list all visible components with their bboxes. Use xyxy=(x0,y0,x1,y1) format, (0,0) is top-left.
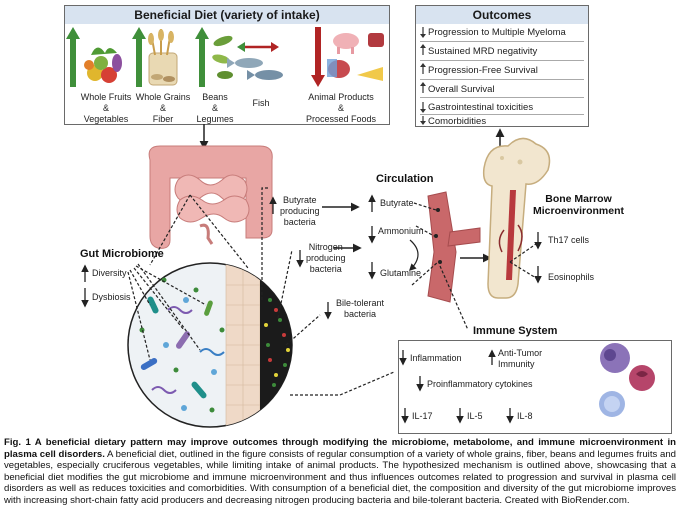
caption-bold: Fig. 1 A beneficial dietary pattern may … xyxy=(4,437,676,460)
down-arrow-icon xyxy=(420,116,426,125)
nitrogen-bacteria-label: Nitrogen producing bacteria xyxy=(306,242,346,274)
fruits-vegetables-icon xyxy=(84,47,122,83)
mechanism-diagram xyxy=(81,124,655,428)
diet-title: Beneficial Diet (variety of intake) xyxy=(65,6,389,24)
circulation-ammonium: Ammonium xyxy=(378,226,424,236)
fish-icon xyxy=(227,58,283,80)
immune-cytokines: Proinflammatory cytokines xyxy=(427,379,533,389)
bone-icon xyxy=(482,137,551,299)
intestine-icon xyxy=(148,145,273,249)
immune-antitumor: Anti-Tumor Immunity xyxy=(498,348,543,369)
outcome-item: Overall Survival xyxy=(428,84,495,95)
immune-cells-icon xyxy=(599,343,655,417)
down-arrow-icon xyxy=(420,102,426,113)
animal-products-icon xyxy=(327,33,384,81)
immune-title: Immune System xyxy=(470,325,561,337)
marrow-title: Bone Marrow Microenvironment xyxy=(533,193,625,217)
up-arrow-icon xyxy=(195,27,209,87)
gut-diversity: Diversity xyxy=(92,268,127,278)
outcome-item: Comorbidities xyxy=(428,116,487,127)
divider xyxy=(420,97,584,98)
grains-icon xyxy=(148,29,178,86)
outcome-item: Sustained MRD negativity xyxy=(428,46,538,57)
up-arrow-icon xyxy=(66,27,80,87)
outcome-item: Progression to Multiple Myeloma xyxy=(428,27,566,38)
caption-text: A beneficial diet, outlined in the figur… xyxy=(4,448,676,506)
outcome-arrows xyxy=(420,27,426,125)
immune-box xyxy=(398,340,672,434)
down-arrow-icon xyxy=(311,27,325,87)
outcomes-box: Outcomes Progression to Multiple Myeloma… xyxy=(415,5,589,127)
divider xyxy=(420,114,584,115)
beans-icon xyxy=(212,35,233,79)
double-arrow-icon xyxy=(237,42,279,52)
up-arrow-icon xyxy=(420,63,426,74)
divider xyxy=(420,79,584,80)
butyrate-bacteria-label: Butyrate producing bacteria xyxy=(280,195,320,227)
microbiome-circle xyxy=(127,262,293,428)
outcome-item: Progression-Free Survival xyxy=(428,65,538,76)
down-arrow-icon xyxy=(420,27,426,38)
diet-label-fruits: Whole Fruits & Vegetables xyxy=(80,92,132,124)
circulation-title: Circulation xyxy=(376,173,434,185)
bile-bacteria-label: Bile-tolerant bacteria xyxy=(336,298,385,319)
up-arrow-icon xyxy=(420,44,426,55)
figure-caption: Fig. 1 A beneficial dietary pattern may … xyxy=(4,437,676,507)
gut-to-microbiome-dashed-lines xyxy=(149,194,249,269)
outcome-item: Gastrointestinal toxicities xyxy=(428,102,534,113)
up-arrow-icon xyxy=(132,27,146,87)
diet-box: Beneficial Diet (variety of intake) xyxy=(64,5,390,125)
diet-illustrations xyxy=(66,27,384,87)
diet-label-grains: Whole Grains & Fiber xyxy=(135,92,191,124)
immune-inflammation: Inflammation xyxy=(410,353,462,363)
gut-microbiome-title: Gut Microbiome xyxy=(80,248,164,260)
bacteria-dashed-lines xyxy=(261,187,321,346)
blood-vessel-icon xyxy=(427,191,481,303)
divider xyxy=(420,41,584,42)
marrow-th17: Th17 cells xyxy=(548,235,590,245)
diet-label-animal: Animal Products & Processed Foods xyxy=(305,92,377,124)
diet-label-fish: Fish xyxy=(252,98,270,108)
marrow-eosinophils: Eosinophils xyxy=(548,272,595,282)
immune-il17: IL-17 xyxy=(412,411,433,421)
up-arrow-icon xyxy=(420,82,426,93)
diet-label-beans: Beans & Legumes xyxy=(196,92,234,124)
outcomes-title: Outcomes xyxy=(416,6,588,24)
immune-il8: IL-8 xyxy=(517,411,533,421)
gut-dysbiosis: Dysbiosis xyxy=(92,292,131,302)
immune-il5: IL-5 xyxy=(467,411,483,421)
circulation-glutamine: Glutamine xyxy=(380,268,422,278)
circulation-butyrate: Butyrate xyxy=(380,198,414,208)
divider xyxy=(420,60,584,61)
